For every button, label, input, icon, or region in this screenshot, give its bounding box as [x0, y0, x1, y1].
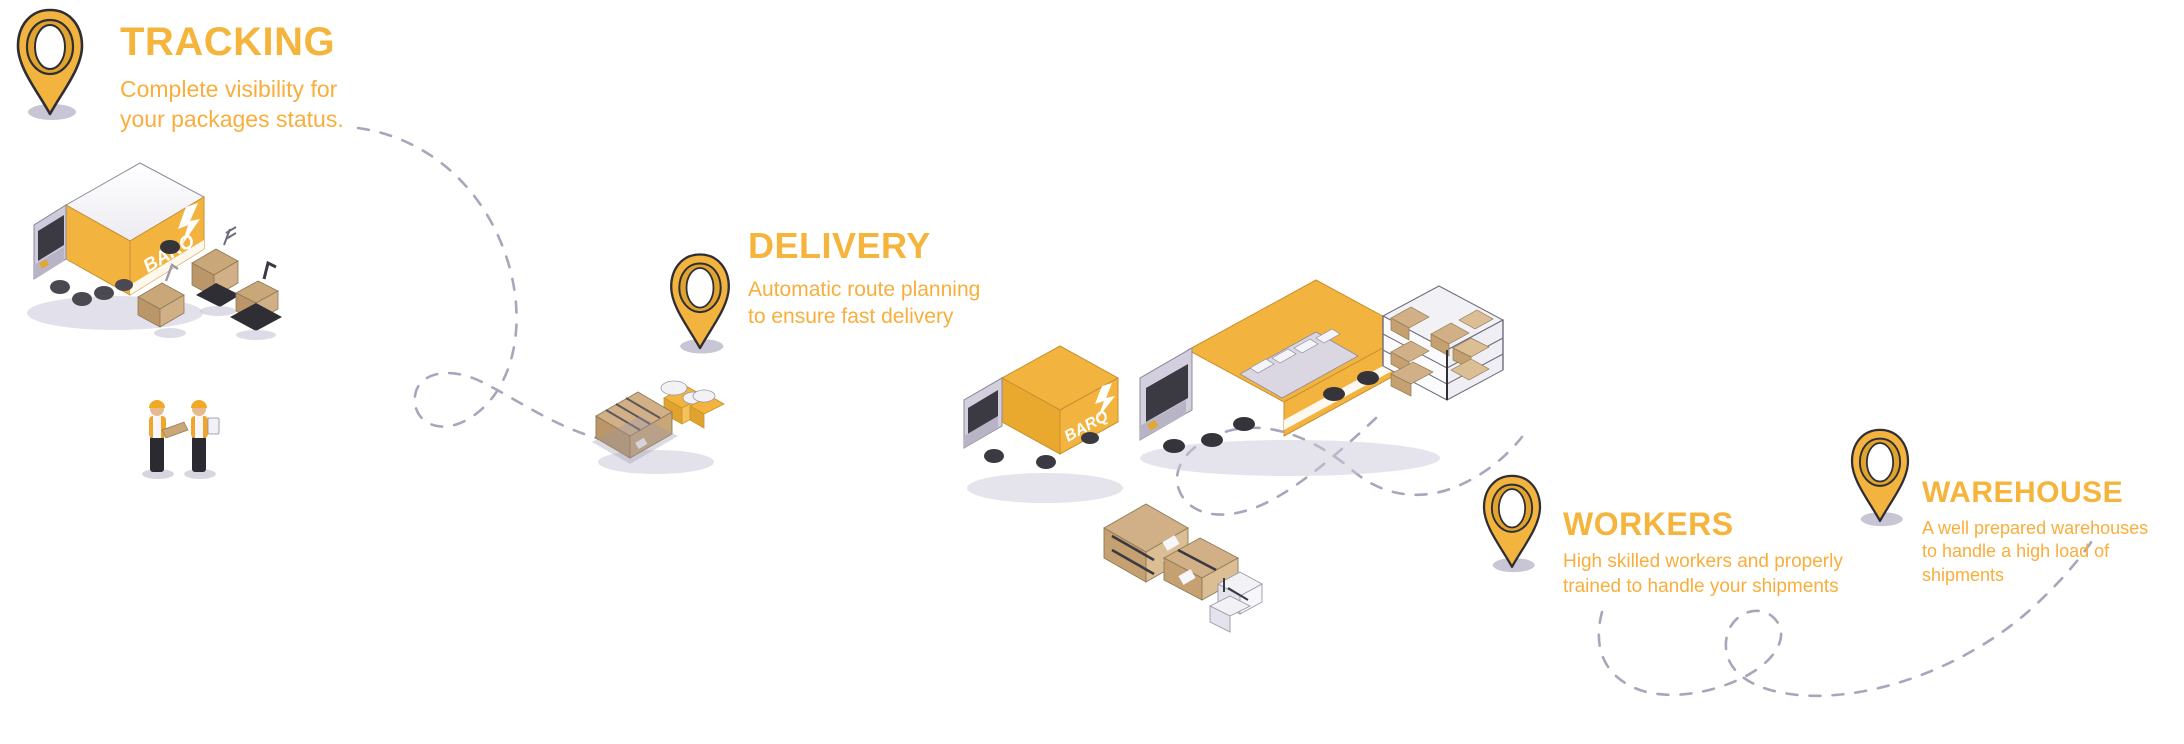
- section-title-delivery: DELIVERY: [748, 225, 931, 266]
- section-body-line: trained to handle your shipments: [1563, 575, 1839, 597]
- illustration-workers-pair: [142, 400, 220, 479]
- section-body-line: to handle a high load of: [1922, 541, 2110, 562]
- box-truck-wheel: [1081, 432, 1099, 444]
- section-body-line: Automatic route planning: [748, 278, 981, 301]
- worker-figure-right: [184, 400, 220, 479]
- map-pin-warehouse[interactable]: [1845, 424, 1915, 532]
- flatbed-headlight: [1147, 419, 1159, 431]
- map-pin-delivery[interactable]: [664, 248, 736, 360]
- section-body-tracking: Complete visibility for your packages st…: [120, 75, 344, 135]
- clipboard-icon: [207, 417, 220, 435]
- truck-wheel: [160, 240, 180, 254]
- section-body-line: your packages status.: [120, 105, 344, 132]
- truck-windshield: [38, 215, 64, 261]
- truck-wheel: [50, 280, 70, 294]
- box-truck-bumper: [964, 416, 998, 448]
- pallet-jack-right: [230, 260, 282, 340]
- flatbed-wheel: [1323, 387, 1345, 401]
- flatbed-bumper: [1140, 400, 1186, 440]
- pallet-base: [592, 416, 678, 464]
- rack-boxes-bottom: [1390, 358, 1490, 397]
- section-warehouse: WAREHOUSE A well prepared warehouses to …: [1922, 478, 2148, 587]
- section-workers: WORKERS High skilled workers and properl…: [1563, 508, 1843, 599]
- section-title-warehouse: WAREHOUSE: [1922, 476, 2124, 509]
- box-truck-wheel: [1036, 455, 1056, 469]
- section-body-workers: High skilled workers and properly traine…: [1563, 550, 1843, 599]
- box-truck-lightning-icon: [1095, 383, 1115, 418]
- section-body-line: to ensure fast delivery: [748, 305, 954, 329]
- truck-headlight: [39, 259, 49, 269]
- section-delivery: DELIVERY Automatic route planning to ens…: [748, 228, 980, 331]
- illustration-box-truck: BARQ: [963, 345, 1123, 503]
- flatbed-shadow: [1140, 440, 1440, 476]
- sack-stack: [660, 380, 725, 429]
- rack-boxes-top: [1390, 306, 1494, 357]
- wrapped-pallet-stack: [1208, 571, 1263, 633]
- route-path-workers-warehouse: [1597, 536, 2096, 698]
- cardboard-box-large: [1103, 503, 1189, 583]
- flatbed-wheel: [1163, 439, 1185, 453]
- section-title-tracking: TRACKING: [120, 20, 336, 64]
- box-truck-shadow: [967, 473, 1123, 503]
- section-body-line: shipments: [1922, 564, 2005, 585]
- pin-hole: [1498, 488, 1526, 529]
- flatbed-wheel: [1201, 433, 1223, 447]
- section-body-line: Complete visibility for: [120, 76, 338, 102]
- box-truck-windshield: [968, 390, 998, 436]
- box-truck-wheel: [984, 449, 1004, 463]
- pin-hole: [34, 24, 66, 70]
- flatbed-white-stripe: [1284, 350, 1412, 430]
- illustration-shelving-rack: [1381, 285, 1505, 401]
- truck-bumper: [34, 247, 64, 279]
- flatbed-cargo: [1239, 328, 1359, 399]
- pallet-jack-left: [137, 263, 186, 338]
- section-body-delivery: Automatic route planning to ensure fast …: [748, 276, 980, 331]
- section-tracking: TRACKING Complete visibility for your pa…: [120, 22, 344, 135]
- pin-hole: [685, 267, 715, 309]
- illustration-pallet-delivery: [592, 380, 725, 474]
- worker-figure-left: [142, 400, 189, 479]
- truck-wheel: [72, 292, 92, 306]
- flatbed-wheel: [1357, 371, 1379, 385]
- section-body-line: High skilled workers and properly: [1563, 551, 1843, 572]
- lightning-bolt-icon: [178, 203, 200, 245]
- flatbed-wheel: [1233, 417, 1255, 431]
- pallet-jack-middle: [191, 226, 240, 316]
- pin-hole: [1866, 442, 1894, 483]
- flatbed-windshield: [1146, 364, 1188, 422]
- illustration-flatbed-truck: [1139, 279, 1440, 476]
- route-path-tracking-delivery: [356, 126, 606, 442]
- map-pin-workers[interactable]: [1477, 470, 1547, 578]
- truck-wheel: [94, 286, 114, 300]
- cardboard-box-medium: [1163, 537, 1239, 601]
- section-body-warehouse: A well prepared warehouses to handle a h…: [1922, 517, 2148, 587]
- section-body-line: A well prepared warehouses: [1922, 518, 2149, 538]
- map-pin-tracking[interactable]: [10, 4, 90, 126]
- trailer-stripe: [130, 240, 204, 295]
- illustration-semi-truck-scene: BARQ: [27, 162, 282, 340]
- section-title-workers: WORKERS: [1563, 506, 1734, 542]
- pallet-box: [595, 391, 673, 459]
- truck-wheel: [115, 279, 133, 291]
- illustration-loose-boxes: [1103, 503, 1263, 633]
- route-path-delivery-workers: [1175, 416, 1524, 516]
